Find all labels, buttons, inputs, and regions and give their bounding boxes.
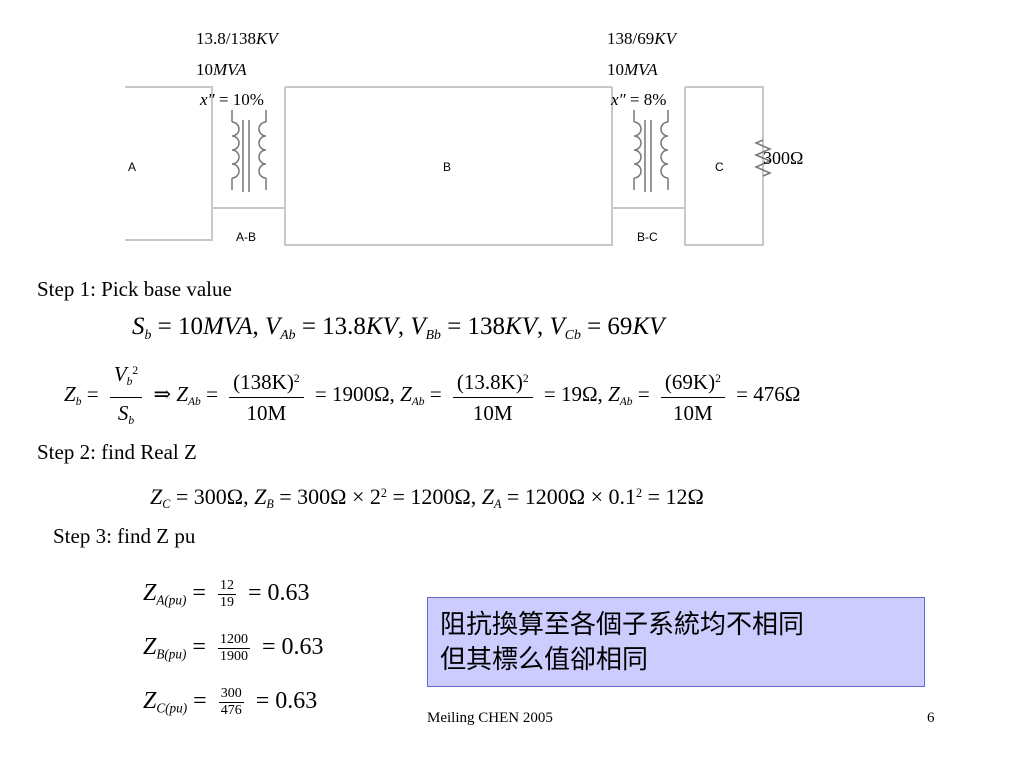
note-line-2: 但其標么值卻相同 [440, 645, 649, 675]
load-label: 300Ω [763, 148, 804, 168]
transformer-ab-symbol [231, 110, 267, 192]
note-line-1: 阻抗換算至各個子系統均不相同 [440, 610, 805, 640]
zone-c-outline [684, 86, 764, 246]
page-number: 6 [927, 710, 935, 726]
zone-b-body [284, 87, 613, 246]
footer-author: Meiling CHEN 2005 [427, 710, 553, 726]
step3-heading: Step 3: find Z pu [53, 524, 196, 548]
t2-ratio: 138/69KV [607, 29, 676, 48]
load-resistor-symbol [754, 139, 772, 177]
zone-a-outline [125, 86, 213, 241]
step2-real-impedances: ZC = 300Ω, ZB = 300Ω × 22 = 1200Ω, ZA = … [150, 484, 704, 512]
zone-bc-label: B-C [637, 230, 658, 244]
t2-rating: 10MVA [607, 60, 658, 79]
step1-heading: Step 1: Pick base value [37, 277, 232, 301]
zab-fraction-2: (13.8K)2 10M [452, 366, 533, 426]
transformer-bc-symbol [633, 110, 669, 192]
zb-formula-fraction: Vb2 Sb [109, 358, 143, 434]
zone-c-label: C [715, 160, 724, 174]
zone-ab-pocket [211, 207, 285, 240]
zab-fraction-3: (69K)2 10M [660, 366, 725, 426]
step1-base-values: Sb = 10MVA, VAb = 13.8KV, VBb = 138KV, V… [132, 313, 665, 342]
zone-boundaries [125, 86, 764, 246]
zone-ab-label: A-B [236, 230, 257, 244]
zone-b-label: B [443, 160, 452, 174]
zab-fraction-1: (138K)2 10M [229, 366, 304, 426]
t1-ratio: 13.8/138KV [196, 29, 278, 48]
step2-heading: Step 2: find Real Z [37, 440, 197, 464]
one-line-diagram [125, 86, 772, 246]
note-box: 阻抗換算至各個子系統均不相同 但其標么值卻相同 [427, 597, 925, 687]
t1-rating: 10MVA [196, 60, 247, 79]
zone-a-label: A [128, 160, 137, 174]
t1-reactance: x″ = 10% [200, 90, 264, 109]
t2-reactance: x″ = 8% [611, 90, 667, 109]
step1-base-impedances: Zb = Vb2 Sb ⇒ ZAb = (138K)2 10M = 1900Ω,… [64, 358, 800, 434]
